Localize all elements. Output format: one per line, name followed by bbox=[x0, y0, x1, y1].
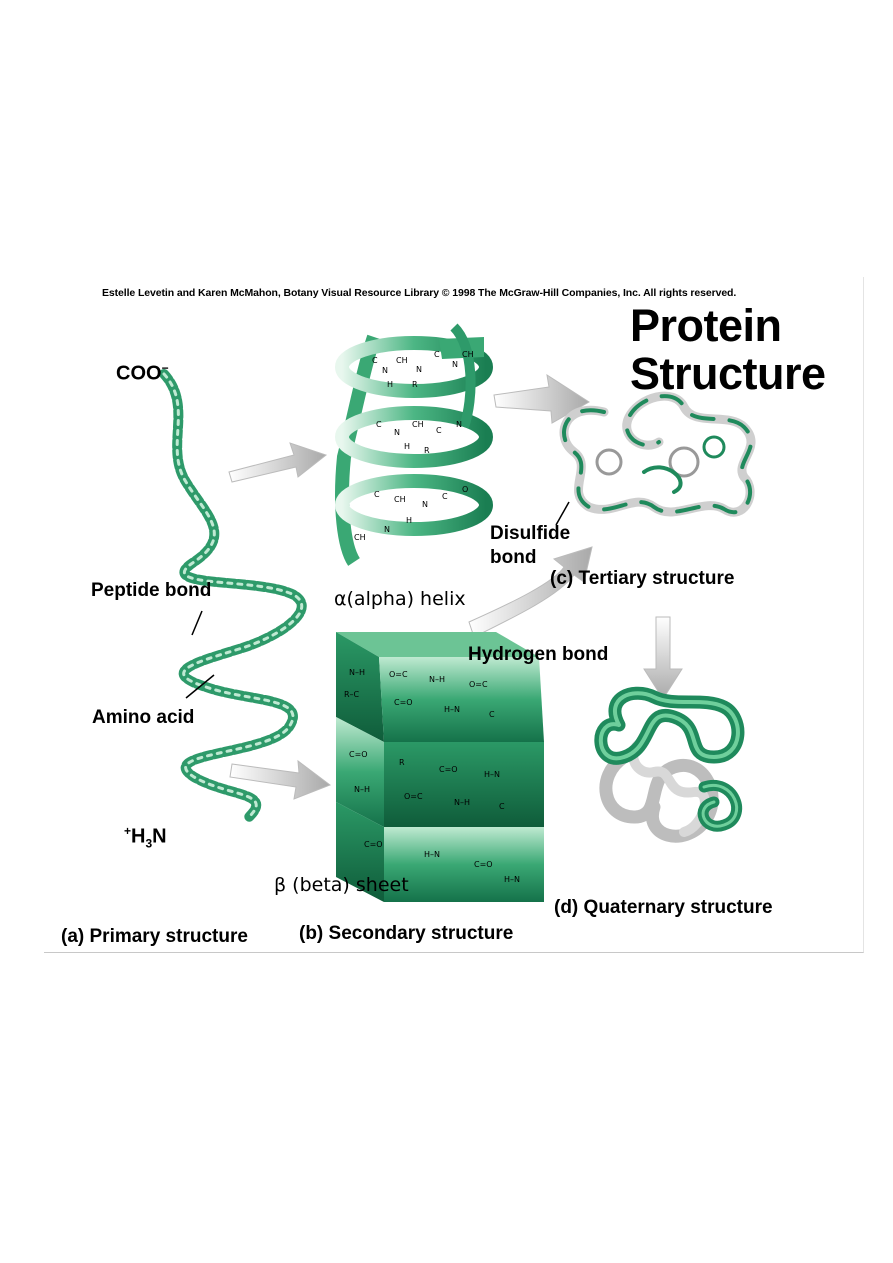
svg-text:N: N bbox=[382, 366, 388, 375]
quaternary-structure bbox=[594, 686, 745, 843]
svg-text:C: C bbox=[434, 350, 440, 359]
svg-text:N: N bbox=[384, 525, 390, 534]
disulfide-bond-label: Disulfide bond bbox=[490, 522, 570, 570]
svg-text:O=C: O=C bbox=[404, 792, 423, 801]
svg-text:H–N: H–N bbox=[424, 850, 440, 859]
svg-text:C: C bbox=[489, 710, 495, 719]
svg-text:R: R bbox=[424, 446, 430, 455]
coo-label: COO bbox=[116, 362, 162, 385]
svg-text:C: C bbox=[372, 356, 378, 365]
svg-text:N–H: N–H bbox=[354, 785, 370, 794]
svg-text:N–H: N–H bbox=[429, 675, 445, 684]
tertiary-structure bbox=[559, 391, 756, 517]
svg-text:C=O: C=O bbox=[394, 698, 413, 707]
title-line-1: Protein bbox=[630, 300, 782, 351]
h3n-terminus-label: +H3N bbox=[124, 825, 167, 850]
svg-text:R: R bbox=[399, 758, 405, 767]
h3n-subscript: 3 bbox=[145, 836, 153, 851]
beta-sheet: N–H O=C N–H O=C R–C C=O H–N C C=O R C=O H–N N–H O… bbox=[336, 632, 544, 902]
svg-text:H: H bbox=[406, 516, 412, 525]
h3n-plus: + bbox=[124, 824, 132, 838]
hydrogen-bond-label: Hydrogen bond bbox=[468, 644, 609, 665]
svg-text:C: C bbox=[499, 802, 505, 811]
title: Protein Structure bbox=[630, 302, 826, 398]
svg-text:R–C: R–C bbox=[344, 690, 360, 699]
primary-structure-label: (a) Primary structure bbox=[61, 926, 248, 947]
svg-text:O: O bbox=[462, 485, 468, 494]
quaternary-structure-label: (d) Quaternary structure bbox=[554, 897, 773, 918]
disulfide-line-2: bond bbox=[490, 547, 537, 568]
svg-text:H–N: H–N bbox=[504, 875, 520, 884]
svg-text:H–N: H–N bbox=[484, 770, 500, 779]
copyright-credit: Estelle Levetin and Karen McMahon, Botan… bbox=[102, 287, 737, 299]
peptide-bond-label: Peptide bond bbox=[91, 580, 212, 601]
svg-text:N: N bbox=[422, 500, 428, 509]
arrow-tertiary-to-quaternary bbox=[643, 616, 683, 700]
svg-text:C: C bbox=[436, 426, 442, 435]
beta-sheet-label: β (beta) sheet bbox=[274, 874, 409, 896]
h3n-h: H bbox=[131, 825, 146, 848]
tertiary-structure-label: (c) Tertiary structure bbox=[550, 568, 735, 589]
h3n-n: N bbox=[152, 825, 167, 848]
secondary-structure-label: (b) Secondary structure bbox=[299, 923, 514, 944]
svg-text:H: H bbox=[404, 442, 410, 451]
svg-text:N: N bbox=[394, 428, 400, 437]
svg-text:R: R bbox=[412, 380, 418, 389]
svg-text:C: C bbox=[442, 492, 448, 501]
svg-text:C=O: C=O bbox=[439, 765, 458, 774]
svg-text:C=O: C=O bbox=[474, 860, 493, 869]
arrow-sheet-to-tertiary bbox=[468, 546, 593, 638]
svg-text:H: H bbox=[387, 380, 393, 389]
svg-text:C: C bbox=[374, 490, 380, 499]
svg-text:C: C bbox=[376, 420, 382, 429]
svg-text:CH: CH bbox=[396, 356, 408, 365]
primary-chain bbox=[159, 369, 307, 822]
svg-text:N: N bbox=[456, 420, 462, 429]
arrow-primary-to-helix bbox=[228, 442, 328, 483]
arrow-primary-to-sheet bbox=[229, 759, 332, 800]
disulfide-line-1: Disulfide bbox=[490, 523, 571, 544]
coo-terminus-label: COO− bbox=[116, 362, 169, 384]
svg-text:CH: CH bbox=[394, 495, 406, 504]
svg-text:N: N bbox=[452, 360, 458, 369]
svg-text:CH: CH bbox=[412, 420, 424, 429]
svg-text:C=O: C=O bbox=[364, 840, 383, 849]
svg-text:CH: CH bbox=[462, 350, 474, 359]
alpha-helix-label: α(alpha) helix bbox=[334, 588, 466, 610]
svg-text:C=O: C=O bbox=[349, 750, 368, 759]
coo-charge: − bbox=[161, 361, 169, 375]
title-line-2: Structure bbox=[630, 348, 826, 399]
svg-text:N: N bbox=[416, 365, 422, 374]
svg-text:O=C: O=C bbox=[389, 670, 408, 679]
svg-text:N–H: N–H bbox=[349, 668, 365, 677]
svg-text:CH: CH bbox=[354, 533, 366, 542]
svg-text:H–N: H–N bbox=[444, 705, 460, 714]
svg-text:N–H: N–H bbox=[454, 798, 470, 807]
amino-acid-label: Amino acid bbox=[92, 707, 195, 728]
svg-text:O=C: O=C bbox=[469, 680, 488, 689]
